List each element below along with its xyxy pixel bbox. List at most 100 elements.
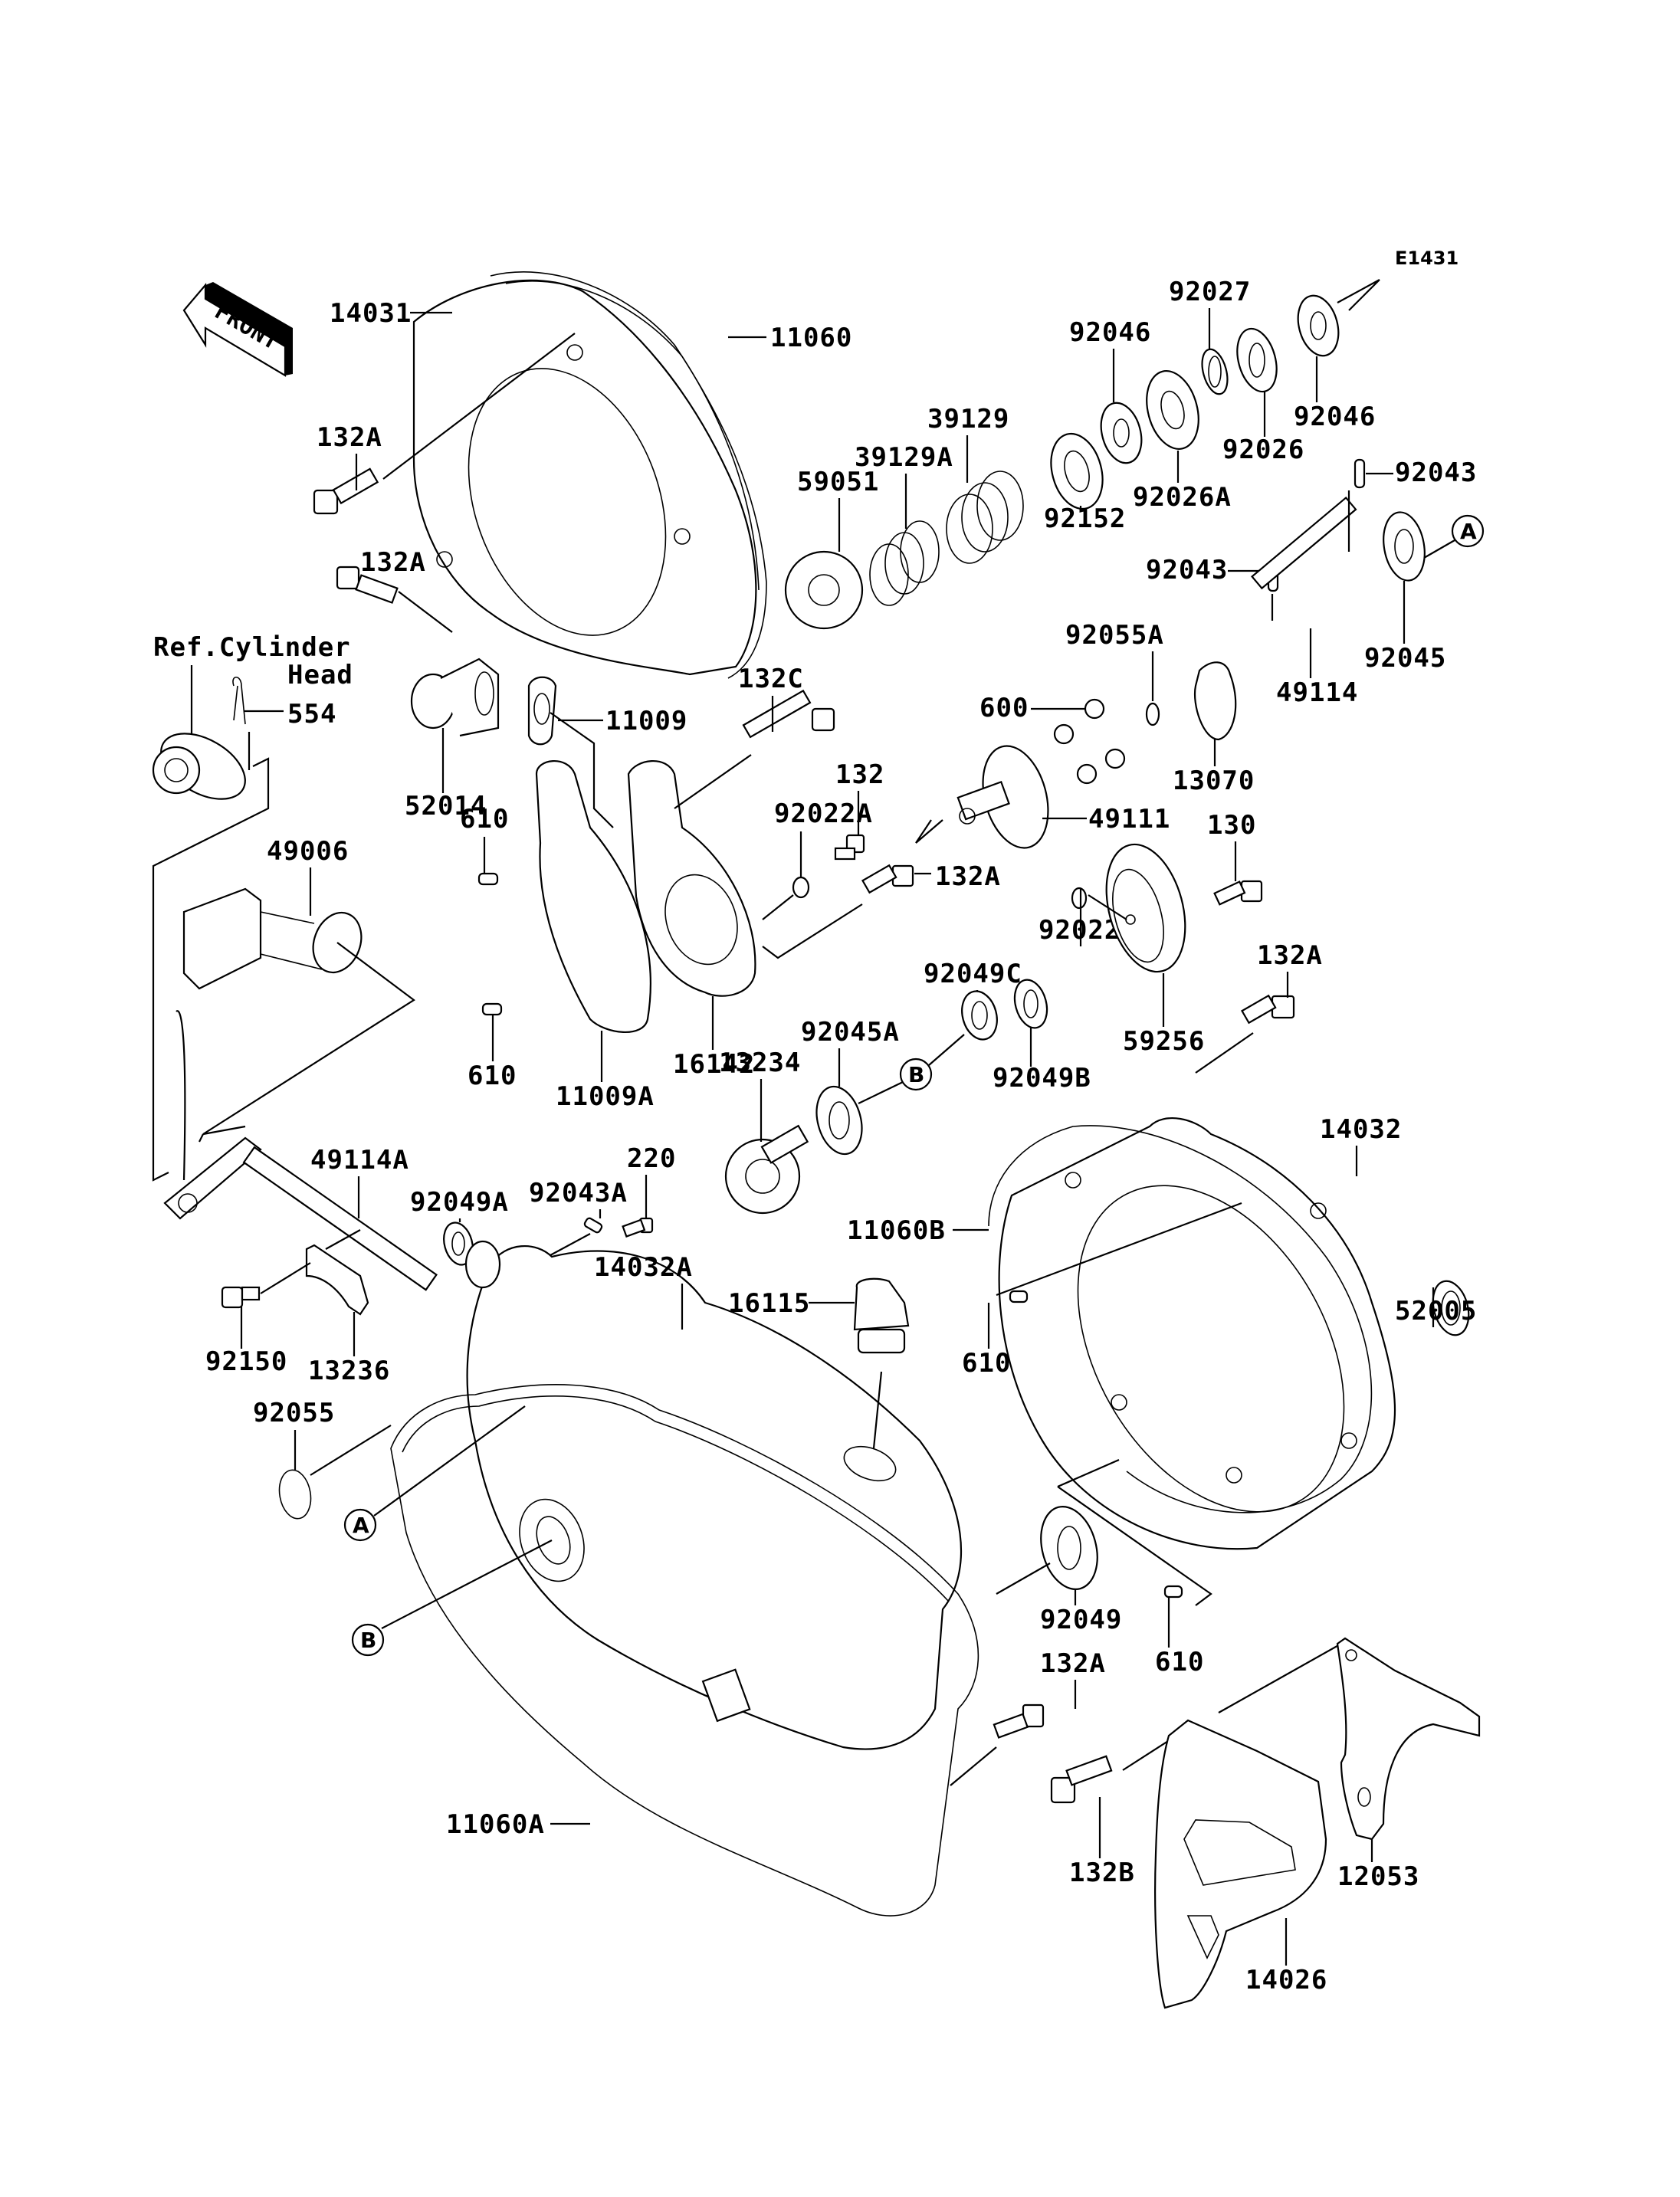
label-92150: 92150 <box>205 1346 287 1377</box>
part-132A-bolt <box>313 467 379 515</box>
label-49006: 49006 <box>267 836 349 867</box>
figure-code: E1431 <box>1395 248 1459 269</box>
label-14031: 14031 <box>330 298 412 329</box>
part-49006-holder <box>182 887 363 990</box>
part-12053-bracket <box>1336 1637 1481 1841</box>
label-610-b: 610 <box>468 1061 517 1091</box>
svg-text:A: A <box>353 1513 369 1538</box>
part-92049C-bearing <box>961 990 998 1041</box>
part-610-pin-c <box>1009 1290 1029 1303</box>
label-59051: 59051 <box>797 467 879 497</box>
label-13236: 13236 <box>308 1356 390 1386</box>
label-11060B: 11060B <box>847 1215 946 1246</box>
svg-text:B: B <box>360 1628 376 1653</box>
part-13236-bracket <box>305 1244 369 1316</box>
part-49114A-shaft <box>163 1136 438 1291</box>
part-39129A-spring <box>869 520 940 606</box>
label-49114: 49114 <box>1276 677 1358 708</box>
part-92049A-seal <box>443 1221 474 1266</box>
part-92152-seal <box>1050 432 1104 510</box>
ref-note-line1: Ref.Cylinder <box>153 632 351 663</box>
label-92022: 92022 <box>1039 915 1121 946</box>
label-92043A: 92043A <box>529 1178 628 1208</box>
part-610-pin-d <box>1163 1585 1183 1599</box>
label-11009A: 11009A <box>556 1081 655 1112</box>
part-14031-cover <box>412 279 757 676</box>
label-92045: 92045 <box>1364 643 1446 674</box>
label-610-d: 610 <box>1155 1647 1204 1677</box>
part-11009A-gasket <box>535 760 651 1034</box>
part-16115-plug <box>853 1277 910 1354</box>
label-92045A: 92045A <box>801 1017 900 1048</box>
callout-A-top: A <box>1451 514 1485 548</box>
label-92055A: 92055A <box>1065 620 1164 651</box>
part-600-balls <box>1053 698 1126 785</box>
label-11060A: 11060A <box>446 1809 545 1840</box>
part-92049B-seal <box>1013 979 1048 1029</box>
part-ref-gear <box>152 733 246 800</box>
part-13234-gear <box>724 1124 809 1215</box>
part-92045-bearing <box>1383 511 1426 582</box>
part-132A-bolt-4 <box>1240 994 1295 1025</box>
part-132A-bolt-2 <box>336 566 399 604</box>
part-92022A-washer <box>792 876 810 899</box>
label-92055: 92055 <box>253 1398 335 1428</box>
part-92043-pin-a <box>1354 458 1366 489</box>
part-92045A-bearing <box>815 1085 863 1156</box>
label-92022A: 92022A <box>774 798 873 829</box>
label-59256: 59256 <box>1123 1026 1205 1057</box>
svg-text:B: B <box>908 1062 924 1087</box>
label-92046-b: 92046 <box>1294 402 1376 432</box>
part-92043A-pin <box>583 1217 603 1234</box>
label-13070: 13070 <box>1173 766 1255 796</box>
part-14032A-cover <box>464 1240 963 1750</box>
label-39129: 39129 <box>927 404 1009 434</box>
label-11060: 11060 <box>770 323 852 353</box>
part-554-pin <box>232 676 246 725</box>
label-132C: 132C <box>738 664 804 694</box>
label-610-c: 610 <box>962 1348 1011 1379</box>
part-130-bolt <box>1213 880 1263 906</box>
part-11009-gasket <box>527 676 557 746</box>
label-220: 220 <box>627 1143 676 1174</box>
part-14032-cover <box>998 1117 1396 1550</box>
label-16115: 16115 <box>728 1288 810 1319</box>
label-132: 132 <box>835 759 884 790</box>
label-132A-2: 132A <box>360 547 426 578</box>
part-92026-washer <box>1236 327 1278 393</box>
part-92049-bearing <box>1040 1506 1098 1590</box>
part-92055A-oring <box>1145 702 1160 726</box>
label-132A-3: 132A <box>935 861 1001 892</box>
part-132B-bolt <box>1050 1755 1113 1804</box>
part-92055-oring <box>278 1469 312 1520</box>
label-49111: 49111 <box>1088 804 1170 835</box>
label-13234: 13234 <box>719 1048 801 1078</box>
label-92043-a: 92043 <box>1395 457 1477 488</box>
label-92046-a: 92046 <box>1069 317 1151 348</box>
part-16142-pump-body <box>627 760 756 997</box>
label-132A-top: 132A <box>317 422 382 453</box>
part-49114-shaft <box>1251 496 1357 590</box>
part-132-bolt <box>834 834 865 861</box>
part-610-pin-a <box>477 872 499 886</box>
callout-A-bottom: A <box>343 1508 377 1542</box>
label-52014: 52014 <box>405 791 487 821</box>
part-132A-bolt-3 <box>861 864 914 894</box>
label-92049A: 92049A <box>410 1187 509 1218</box>
label-39129A: 39129A <box>855 442 953 473</box>
part-11060B-gasket <box>988 1125 1373 1513</box>
part-92046-bearing-b <box>1297 294 1340 357</box>
part-92027-collar <box>1201 348 1229 395</box>
part-14026-sprocket-cover <box>1154 1719 1327 2009</box>
part-132A-bolt-5 <box>993 1703 1045 1739</box>
front-arrow-icon: FRONT <box>182 282 293 377</box>
part-132C-bolt <box>742 689 835 739</box>
label-14026: 14026 <box>1245 1965 1327 1995</box>
callout-B-bottom: B <box>351 1623 385 1657</box>
part-610-pin-b <box>481 1002 503 1016</box>
label-14032: 14032 <box>1320 1114 1402 1145</box>
part-59051-gear <box>784 550 864 630</box>
part-52005-seal <box>1432 1280 1470 1336</box>
label-600: 600 <box>979 693 1029 723</box>
